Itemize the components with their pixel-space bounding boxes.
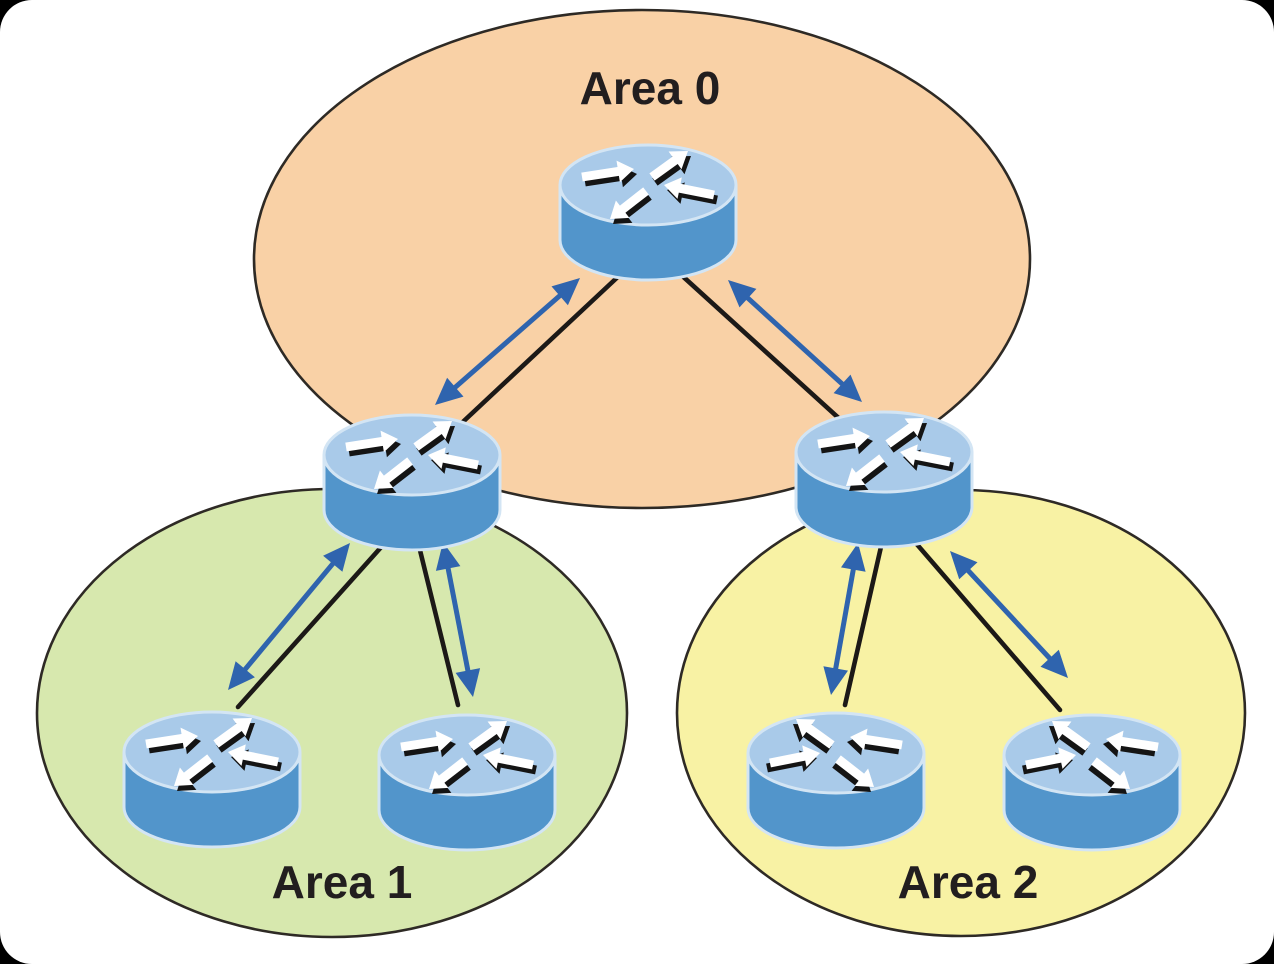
routers-layer xyxy=(122,143,1182,852)
flow-abr2-area2-left xyxy=(823,543,866,695)
flow-abr2-area2-left-head-end xyxy=(823,666,848,695)
flow-backbone-abr1 xyxy=(435,278,580,405)
router-abr-area1-arrow-2 xyxy=(428,447,479,470)
router-abr-area1-arrow-3 xyxy=(374,457,413,489)
router-area1-right-route-arrows-icon xyxy=(400,721,537,794)
link-backbone-abr2 xyxy=(675,269,868,445)
flow-abr1-area1-left-shaft xyxy=(240,558,338,675)
router-area1-right-arrow-3 xyxy=(429,757,468,789)
flow-abr2-area2-left-shaft xyxy=(832,564,857,674)
router-area2-left xyxy=(746,711,926,850)
flow-backbone-abr1-head-end xyxy=(435,377,464,405)
flow-abr2-area2-right xyxy=(950,551,1068,678)
flow-backbone-abr2-shaft xyxy=(742,292,848,390)
router-area2-right xyxy=(1002,713,1182,852)
router-area2-right-arrow-2 xyxy=(1025,747,1076,770)
flow-abr1-area1-left-head-end xyxy=(228,661,255,690)
router-abr-area1-top-face xyxy=(322,413,502,497)
router-area2-left-arrow-1 xyxy=(796,719,835,749)
area-1-label: Area 1 xyxy=(272,856,413,908)
router-area2-left-arrow-2 xyxy=(769,745,820,768)
router-area1-right xyxy=(377,713,557,852)
router-abr-area2-arrow-3 xyxy=(846,454,885,486)
router-area2-left-arrow-0 xyxy=(850,728,903,751)
router-abr-area2-route-arrows-icon xyxy=(817,418,954,491)
flow-abr1-area1-left-head-start xyxy=(323,543,350,572)
router-area1-left-route-arrows-icon xyxy=(145,718,282,791)
flow-abr1-area1-left xyxy=(228,543,350,690)
router-abr-area2-top-face xyxy=(794,410,974,494)
flow-abr2-area2-right-head-end xyxy=(1040,649,1068,678)
router-area1-right-arrow-0 xyxy=(400,730,453,753)
router-area2-right-arrow-0 xyxy=(1106,730,1159,753)
router-area1-left xyxy=(122,710,302,849)
router-abr-area1-arrow-0 xyxy=(345,430,398,453)
router-abr-area2-arrow-2 xyxy=(900,444,951,467)
flow-abr1-area1-right-shaft xyxy=(444,563,472,676)
router-area1-right-top-face xyxy=(377,713,557,797)
area-0-label: Area 0 xyxy=(580,62,721,114)
flow-arrows-layer xyxy=(228,278,1068,697)
flow-backbone-abr1-head-start xyxy=(551,278,580,306)
link-abr2-area2-left xyxy=(842,535,886,708)
flow-backbone-abr2-head-end xyxy=(833,374,862,402)
router-area1-right-arrow-1 xyxy=(468,721,507,751)
router-abr-area2 xyxy=(794,410,974,549)
area-2-label: Area 2 xyxy=(898,856,1039,908)
router-backbone xyxy=(558,143,738,282)
link-abr1-area1-right xyxy=(414,535,461,708)
router-area1-left-arrow-1 xyxy=(213,718,252,748)
router-backbone-arrow-0 xyxy=(581,160,634,183)
links-layer xyxy=(235,269,1063,713)
router-area1-left-arrow-0 xyxy=(145,727,198,750)
router-area2-right-arrow-1 xyxy=(1052,721,1091,751)
router-backbone-arrow-1 xyxy=(649,151,688,181)
router-area1-left-arrow-3 xyxy=(174,754,213,786)
router-backbone-arrow-2 xyxy=(664,177,715,200)
router-abr-area1 xyxy=(322,413,502,552)
flow-abr2-area2-right-shaft xyxy=(963,565,1055,664)
router-abr-area1-route-arrows-icon xyxy=(345,421,482,494)
flow-backbone-abr2-head-start xyxy=(728,280,757,308)
router-backbone-arrow-3 xyxy=(610,187,649,219)
router-abr-area1-arrow-1 xyxy=(413,421,452,451)
router-area1-left-top-face xyxy=(122,710,302,794)
router-area1-left-arrow-2 xyxy=(228,744,279,767)
router-abr-area2-arrow-1 xyxy=(885,418,924,448)
router-area1-right-arrow-2 xyxy=(483,747,534,770)
router-area2-left-arrow-3 xyxy=(835,755,874,787)
flow-abr2-area2-left-head-start xyxy=(841,543,866,572)
router-area2-right-route-arrows-icon xyxy=(1022,721,1159,794)
flow-backbone-abr2 xyxy=(728,280,862,402)
link-abr1-area1-left xyxy=(235,532,395,710)
router-area2-left-route-arrows-icon xyxy=(766,719,903,792)
router-area2-right-arrow-3 xyxy=(1091,757,1130,789)
link-abr2-area2-right xyxy=(905,531,1063,713)
router-backbone-top-face xyxy=(558,143,738,227)
flow-abr2-area2-right-head-start xyxy=(950,551,978,580)
router-backbone-route-arrows-icon xyxy=(581,151,718,224)
link-backbone-abr1 xyxy=(432,270,625,451)
router-area2-left-top-face xyxy=(746,711,926,795)
router-abr-area2-arrow-0 xyxy=(817,427,870,450)
router-area2-right-top-face xyxy=(1002,713,1182,797)
flow-backbone-abr1-shaft xyxy=(449,290,566,393)
flow-abr1-area1-right-head-end xyxy=(455,668,481,697)
